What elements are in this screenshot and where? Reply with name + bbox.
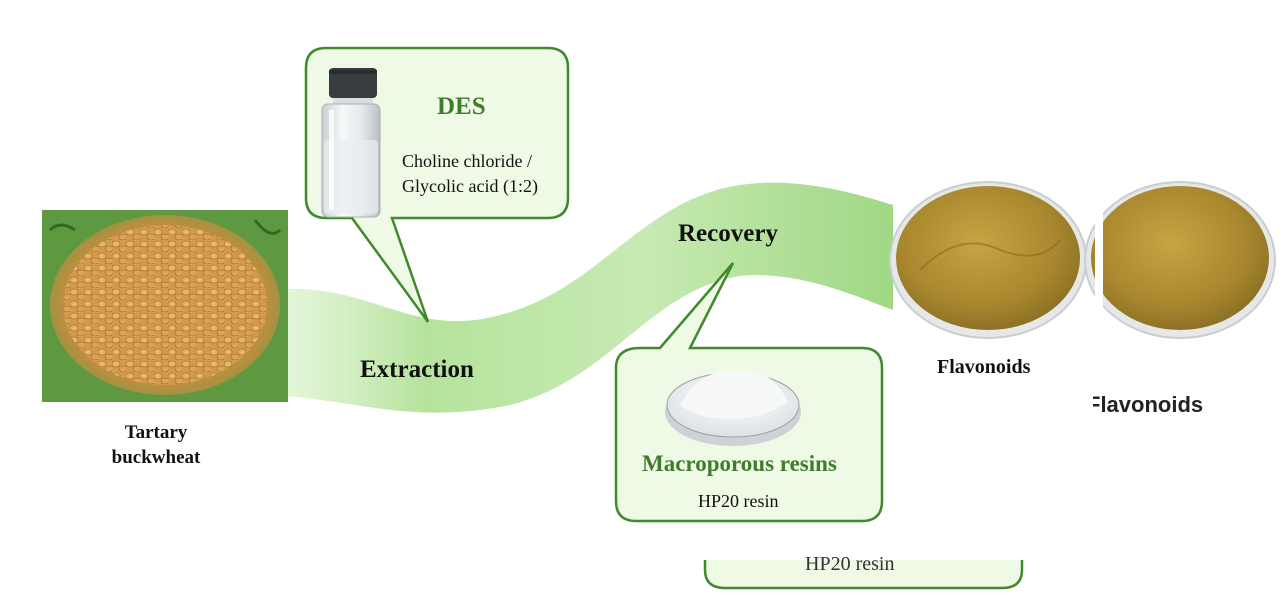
process-ribbon	[270, 182, 893, 413]
flavonoids-duplicate-label-clip: Flavonoids	[1093, 392, 1243, 426]
resin-subtitle: HP20 resin	[698, 491, 779, 511]
resin-bubble-duplicate-fragment	[703, 560, 1024, 590]
des-line1: Choline chloride /	[402, 151, 532, 171]
flavonoids-duplicate-label: Flavonoids	[1093, 392, 1204, 417]
des-line2: Glycolic acid (1:2)	[402, 176, 538, 196]
buckwheat-label-line1: Tartary	[124, 422, 188, 443]
recovery-label: Recovery	[678, 220, 778, 247]
resin-duplicate-subtitle: HP20 resin	[805, 553, 895, 575]
extraction-label: Extraction	[360, 356, 474, 383]
flavonoid-powder-image	[889, 181, 1087, 339]
resin-dish-icon	[665, 370, 801, 446]
vial-icon	[321, 68, 381, 218]
resin-title: Macroporous resins	[642, 451, 837, 476]
buckwheat-label-line2: buckwheat	[111, 447, 201, 468]
buckwheat-image	[42, 210, 288, 402]
des-title: DES	[437, 93, 486, 120]
buckwheat-label: Tartary buckwheat	[60, 420, 252, 470]
flavonoids-label: Flavonoids	[937, 356, 1031, 378]
flavonoid-powder-duplicate-image	[1084, 178, 1285, 358]
